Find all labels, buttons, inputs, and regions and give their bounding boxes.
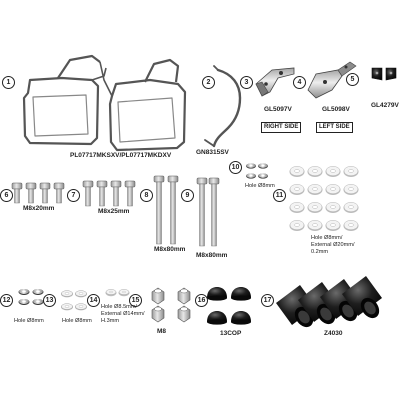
bar-code-label: GN8315SV [196,149,229,156]
callout-5: 5 [346,73,359,86]
nut15-size-label: M8 [157,328,167,335]
washer [289,220,305,231]
clip-code-label: GL4279V [371,102,399,109]
bolts-m8x25 [82,180,136,207]
right-bracket-code-label: GL5097V [264,106,292,113]
callout-14: 14 [87,294,100,307]
washer [343,220,359,231]
bolt9-size-label: M8x80mm [196,252,228,259]
bolt8-size-label: M8x80mm [154,246,186,253]
callout-17: 17 [261,294,274,307]
nuts-m8 [151,287,191,323]
callout-12: 12 [0,294,13,307]
callout-3: 3 [240,76,253,89]
callout-6: 6 [0,189,13,202]
callout-4: 4 [293,76,306,89]
support-bar [204,65,242,148]
callout-15: 15 [129,294,142,307]
washer [325,184,341,195]
bolt6-size-label: M8x20mm [23,205,55,212]
washer [289,202,305,213]
washers-10 [246,163,268,179]
washer11-note-line2: External Ø20mm/ [311,242,355,248]
callout-16: 16 [195,294,208,307]
washer [343,166,359,177]
tube17-code-label: Z4030 [324,330,343,337]
washer [307,166,323,177]
washer [289,166,305,177]
left-side-label: LEFT SIDE [316,122,353,133]
bolts-m8x80-a [153,175,179,245]
cap16-code-label: 13COP [220,330,242,337]
washer [289,184,305,195]
spacers-14 [105,289,130,297]
washer10-note: Hole Ø8mm [245,183,275,189]
caps-13cop [207,287,251,325]
washer [307,202,323,213]
left-bracket-code-label: GL5098V [322,106,350,113]
washers-11 [289,166,359,231]
spacer14-note-line2: External Ø14mm/ [101,311,145,317]
frames-code-label: PL07717MKSXV/PL07717MKDXV [70,152,172,159]
right-side-label: RIGHT SIDE [261,122,302,133]
callout-8: 8 [140,189,153,202]
tube-covers-z4030 [276,276,383,328]
spacer14-note-line3: H.3mm [101,318,120,324]
washer11-note-line1: Hole Ø8mm/ [311,235,343,241]
callout-11: 11 [273,189,286,202]
washers-12 [18,289,44,305]
callout-10: 10 [229,161,242,174]
washer [325,220,341,231]
washer [343,184,359,195]
clips [371,67,397,81]
washer12-note: Hole Ø8mm [14,318,44,324]
washer [325,166,341,177]
washers-13 [60,290,88,311]
spacer14-note-line1: Hole Ø8.5mm/ [101,304,138,310]
washer11-note-line3: 0.2mm [311,249,329,255]
bracket-right [255,67,295,97]
side-frame-left [22,54,107,146]
callout-13: 13 [43,294,56,307]
bolt7-size-label: M8x25mm [98,208,130,215]
bolts-m8x80-b [196,177,220,247]
washer [343,202,359,213]
callout-9: 9 [181,189,194,202]
bracket-left [307,61,357,99]
washer [307,184,323,195]
callout-7: 7 [67,189,80,202]
washer [307,220,323,231]
bolts-m8x20 [11,182,65,204]
side-frame-right [99,58,187,152]
washer [325,202,341,213]
callout-1: 1 [2,76,15,89]
callout-2: 2 [202,76,215,89]
washer13-note: Hole Ø8mm [62,318,92,324]
